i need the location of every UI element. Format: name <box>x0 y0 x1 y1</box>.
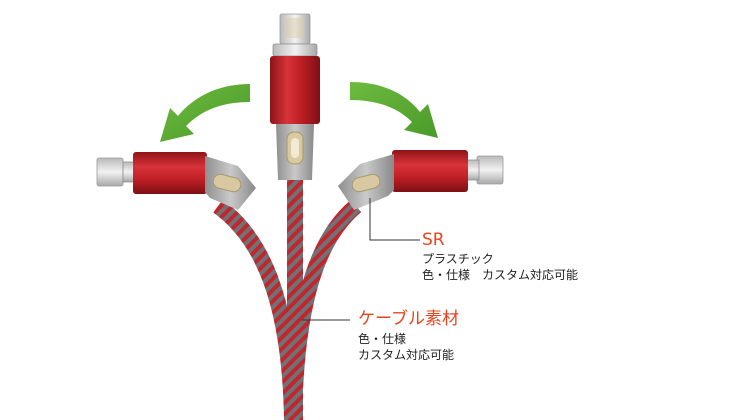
sr-title: SR <box>422 230 445 250</box>
braided-cables <box>213 175 362 420</box>
cable-desc-line-1: 色・仕様 <box>358 332 407 346</box>
cable-material-title: ケーブル素材 <box>358 309 459 329</box>
left-connector <box>96 152 256 210</box>
sr-desc-line-1: プラスチック <box>422 252 494 266</box>
sr-desc-line-2: 色・仕様 カスタム対応可能 <box>422 268 579 282</box>
left-rotate-arrow-icon <box>160 84 250 142</box>
cable-desc-line-2: カスタム対応可能 <box>358 348 455 362</box>
sr-leader-line <box>369 198 420 241</box>
center-connector <box>270 13 320 180</box>
right-rotate-arrow-icon <box>350 82 438 138</box>
right-connector <box>338 150 504 210</box>
